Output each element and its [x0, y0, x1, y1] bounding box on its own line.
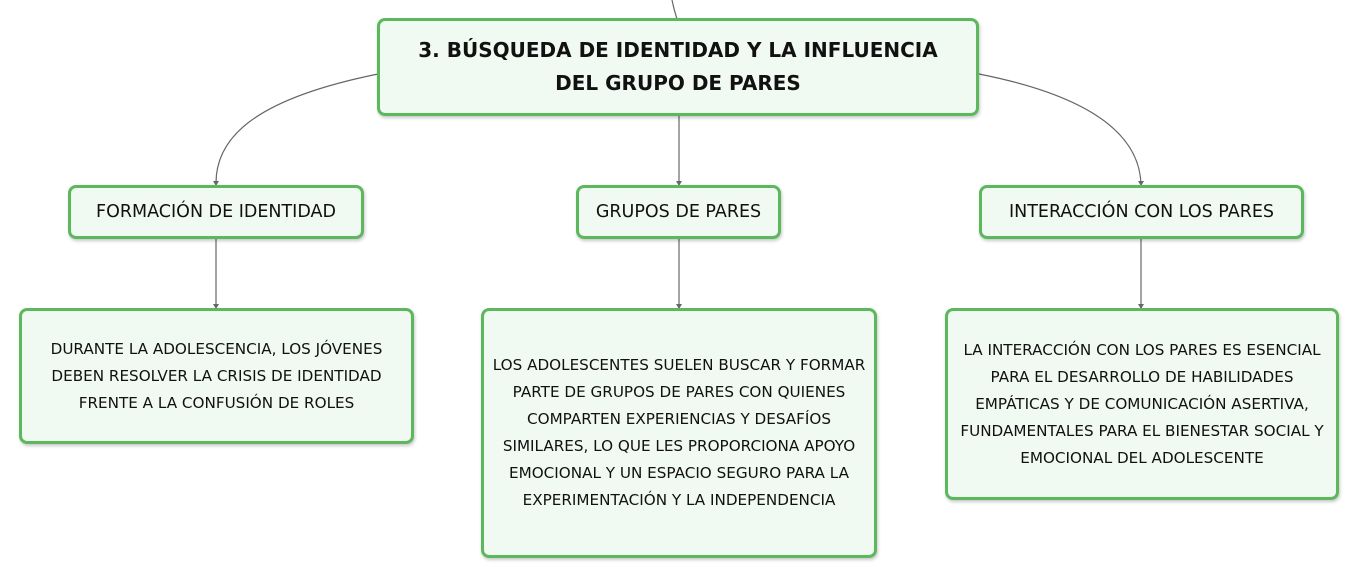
detail-node-interaccion-con-los-pares[interactable]: LA INTERACCIÓN CON LOS PARES ES ESENCIAL… — [945, 308, 1339, 500]
root-topic-title: 3. BÚSQUEDA DE IDENTIDAD Y LA INFLUENCIA… — [418, 38, 938, 95]
root-topic-node[interactable]: 3. BÚSQUEDA DE IDENTIDAD Y LA INFLUENCIA… — [377, 18, 979, 116]
topic-label: GRUPOS DE PARES — [595, 202, 762, 222]
topic-node-grupos-de-pares[interactable]: GRUPOS DE PARES — [576, 185, 781, 239]
topic-node-interaccion-con-los-pares[interactable]: INTERACCIÓN CON LOS PARES — [979, 185, 1304, 239]
connector-from-parent — [671, 0, 678, 20]
detail-node-formacion-de-identidad[interactable]: DURANTE LA ADOLESCENCIA, LOS JÓVENES DEB… — [19, 308, 414, 444]
connector-root-to-interaccion — [978, 73, 1142, 186]
topic-label: INTERACCIÓN CON LOS PARES — [1008, 202, 1275, 222]
connector-arrowheads — [213, 181, 1144, 309]
topic-label: FORMACIÓN DE IDENTIDAD — [96, 202, 336, 222]
detail-node-grupos-de-pares[interactable]: LOS ADOLESCENTES SUELEN BUSCAR Y FORMAR … — [481, 308, 877, 558]
detail-text: LOS ADOLESCENTES SUELEN BUSCAR Y FORMAR … — [492, 356, 866, 509]
connector-root-to-formacion — [215, 73, 379, 186]
detail-text: DURANTE LA ADOLESCENCIA, LOS JÓVENES DEB… — [50, 339, 383, 412]
detail-text: LA INTERACCIÓN CON LOS PARES ES ESENCIAL… — [960, 340, 1324, 467]
topic-node-formacion-de-identidad[interactable]: FORMACIÓN DE IDENTIDAD — [68, 185, 364, 239]
